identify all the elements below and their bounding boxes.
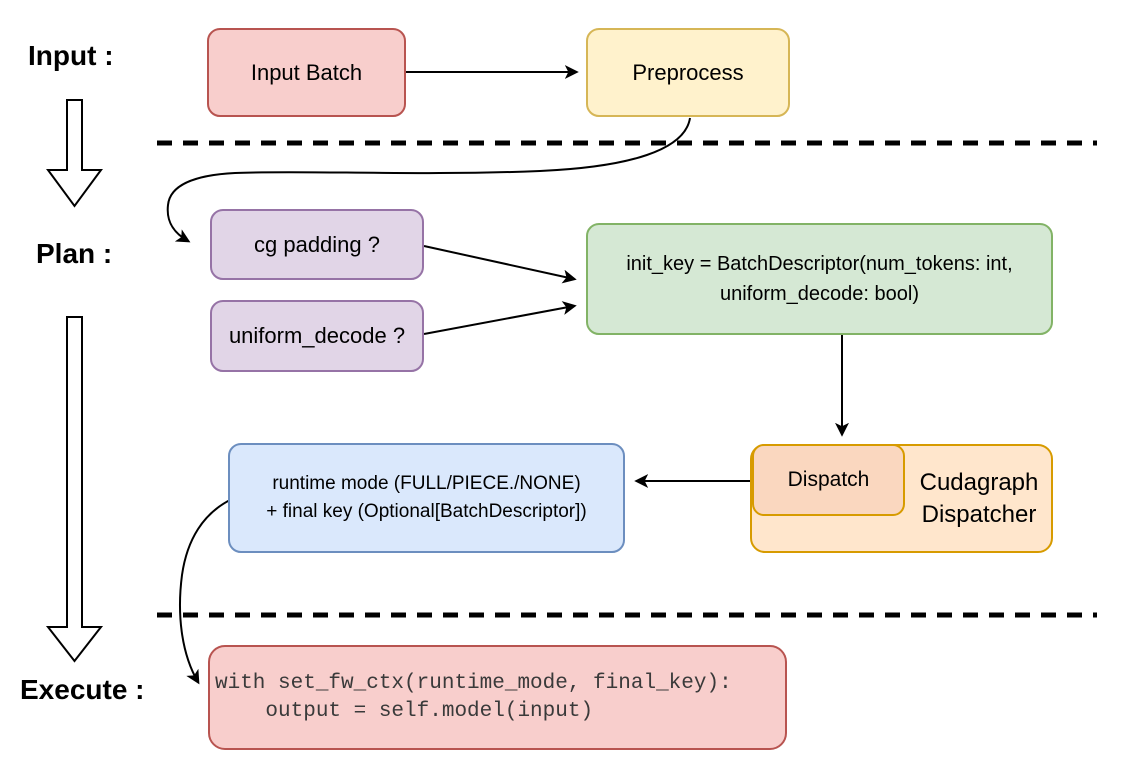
init-key-line-2: uniform_decode: bool) <box>719 283 919 305</box>
init-key-node: init_key = BatchDescriptor(num_tokens: i… <box>586 223 1053 335</box>
cudagraph-dispatcher-line-2: Dispatcher <box>921 500 1037 528</box>
cudagraph-dispatcher-label: Cudagraph Dispatcher <box>905 444 1053 553</box>
arrow-cg-padding-to-init-key <box>423 245 577 284</box>
preprocess-node: Preprocess <box>586 28 790 117</box>
execute-stage-label: Execute : <box>20 674 145 705</box>
cg-padding-label: cg padding ? <box>254 231 380 257</box>
preprocess-label: Preprocess <box>632 59 744 85</box>
input-stage-arrow-icon <box>46 99 103 208</box>
cudagraph-dispatcher-line-1: Cudagraph <box>919 468 1039 496</box>
arrow-runtime-result-to-execute-code <box>178 498 233 685</box>
plan-stage-label: Plan : <box>36 238 113 269</box>
init-key-line-1: init_key = BatchDescriptor(num_tokens: i… <box>626 253 1013 275</box>
cg-padding-node: cg padding ? <box>210 209 424 280</box>
execute-code-line-2: output = self.model(input) <box>215 699 594 723</box>
runtime-result-line-1: runtime mode (FULL/PIECE./NONE) <box>272 473 581 494</box>
input-batch-node: Input Batch <box>207 28 406 117</box>
arrow-uniform-decode-to-init-key <box>423 301 577 335</box>
execute-code-node: with set_fw_ctx(runtime_mode, final_key)… <box>208 645 787 750</box>
input-batch-label: Input Batch <box>250 59 363 85</box>
execute-code-line-1: with set_fw_ctx(runtime_mode, final_key)… <box>215 671 732 695</box>
runtime-result-line-2: + final key (Optional[BatchDescriptor]) <box>266 501 587 522</box>
input-stage-label: Input : <box>28 40 114 71</box>
arrow-preprocess-to-plan-stage <box>166 117 691 243</box>
uniform-decode-label: uniform_decode ? <box>228 323 406 349</box>
plan-stage-arrow-icon <box>45 316 104 663</box>
uniform-decode-node: uniform_decode ? <box>210 300 424 372</box>
runtime-result-node: runtime mode (FULL/PIECE./NONE) + final … <box>228 443 625 553</box>
dispatch-label: Dispatch <box>787 467 870 491</box>
dispatch-node: Dispatch <box>752 444 905 516</box>
